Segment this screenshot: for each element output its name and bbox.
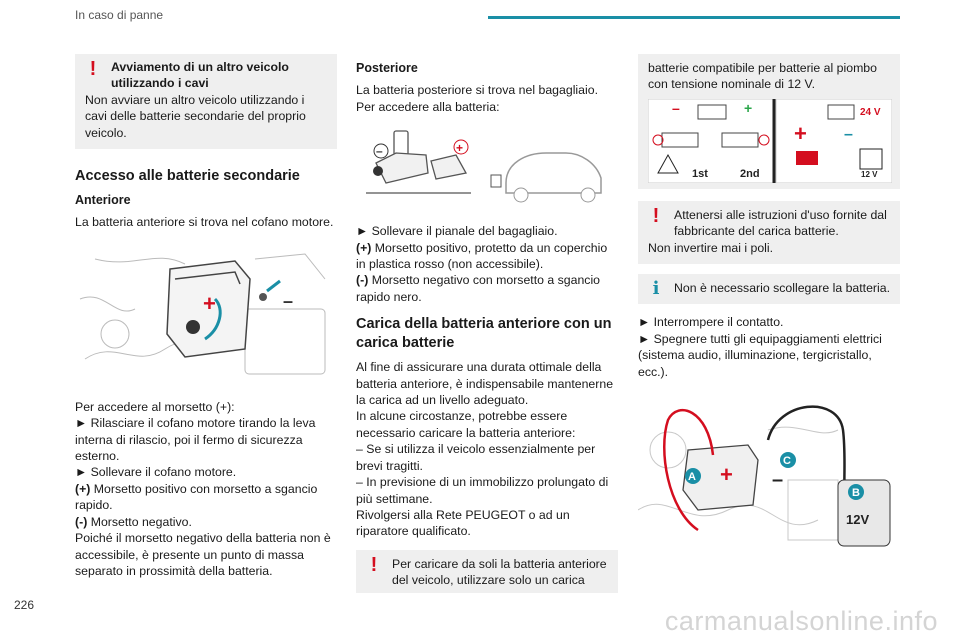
section-title-charging: Carica della batteria anteriore con un c… [356,316,612,352]
rear-step: ► Sollevare il pianale del bagagliaio. [356,224,558,239]
charging-para-3: Rivolgersi alla Rete PEUGEOT o ad un rip… [356,507,570,539]
warning-box-polarity: ! Attenersi alle istruzioni d'uso fornit… [638,200,900,265]
info-text: Non è necessario scollegare la batteria. [674,281,891,296]
svg-text:–: – [844,126,853,143]
figure-plus-label: + [203,291,216,316]
front-minus-terminal: (-) Morsetto negativo. [75,514,337,530]
polarity-warning-text-2: Non invertire mai i poli. [648,240,774,255]
minus-text: Morsetto negativo. [87,514,192,529]
front-battery-illustration: + – [75,238,337,389]
watermark: carmanualsonline.info [664,606,938,636]
rear-plus-text: Morsetto positivo, protetto da un coperc… [356,240,608,272]
charger-warning-text: Per caricare da soli la batteria anterio… [392,556,607,588]
minus-label: (-) [75,514,88,529]
warning-title-line-1: Avviamento di un altro veicolo [111,60,289,74]
svg-text:+: + [456,141,463,155]
figure-plus: + [720,462,733,487]
rear-minus-text: Morsetto negativo con morsetto a sgancio… [356,273,601,304]
charging-para-1: Al fine di assicurare una durata ottimal… [356,360,614,408]
plus-label: (+) [75,481,91,496]
section-title-secondary-batteries: Accesso alle batterie secondarie [75,168,300,185]
warning-icon: ! [370,553,378,576]
column-middle: Posteriore La batteria posteriore si tro… [356,54,618,603]
charger-note-text: batterie compatibile per batterie al pio… [648,61,877,92]
polarity-warning-text-1: Attenersi alle istruzioni d'uso fornite … [674,207,887,239]
rear-minus-terminal: (-) Morsetto negativo con morsetto a sga… [356,272,618,305]
front-plus-terminal: (+) Morsetto positivo con morsetto a sga… [75,481,337,514]
plus-text: Morsetto positivo con morsetto a sgancio… [75,481,318,513]
warning-icon: ! [89,58,97,80]
rear-battery-illustration: – + [366,130,602,203]
svg-text:+: + [794,121,807,146]
warning-box-jump-start: ! Avviamento di un altro veicolo utilizz… [75,54,337,150]
column-right: batterie compatibile per batterie al pio… [638,54,900,568]
info-icon: i [652,278,660,300]
charger-note-continued: batterie compatibile per batterie al pio… [638,54,900,189]
subsection-title-front: Anteriore [75,193,131,208]
charger-connection-illustration: A C + – B 12V [638,405,891,547]
page-number: 226 [14,598,35,612]
info-box-disconnect: i Non è necessario scollegare la batteri… [638,274,900,305]
figure-minus-label: – [283,291,293,311]
warning-text: Non avviare un altro veicolo utilizzando… [85,92,306,140]
charge-step-2: ► Spegnere tutti gli equipaggiamenti ele… [638,331,882,379]
figure-label-a: A [688,471,696,483]
charging-para-2: In alcune circostanze, potrebbe essere n… [356,409,576,440]
diagram-label-12v: 12 V [861,170,878,179]
warning-icon: ! [652,204,660,227]
subsection-title-rear: Posteriore [356,61,418,75]
figure-label-c: C [783,455,791,467]
warning-title-line-2: utilizzando i cavi [111,76,209,91]
charging-bullet-1: – Se si utilizza il veicolo essenzialmen… [356,442,596,473]
rear-plus-label: (+) [356,240,372,255]
charge-step-1: ► Interrompere il contatto. [638,315,784,330]
warning-box-charger: ! Per caricare da soli la batteria anter… [356,549,618,593]
front-line-1: ► Rilasciare il cofano motore tirando la… [75,416,316,464]
rear-minus-label: (-) [356,273,369,288]
column-left: ! Avviamento di un altro veicolo utilizz… [75,54,337,579]
charger-compatibility-diagram: – + 1st 2nd + 24 V – 12 V [648,98,892,183]
diagram-label-1st: 1st [692,168,708,180]
rear-plus-terminal: (+) Morsetto positivo, protetto da un co… [356,240,618,273]
front-closing: Poiché il morsetto negativo della batter… [75,531,331,578]
rear-battery-intro: La batteria posteriore si trova nel baga… [356,83,598,114]
page-header-title: In caso di panne [75,8,164,22]
figure-label-12v: 12V [846,512,869,527]
svg-text:+: + [744,100,752,116]
diagram-label-24v: 24 V [860,107,881,118]
svg-text:–: – [672,100,680,116]
front-line-2: ► Sollevare il cofano motore. [75,465,237,480]
page-header-bar [488,16,900,19]
svg-text:–: – [376,144,383,158]
figure-minus: – [772,469,783,491]
diagram-label-2nd: 2nd [740,168,760,180]
charging-bullet-2: – In previsione di un immobilizzo prolun… [356,475,609,506]
front-battery-intro: La batteria anteriore si trova nel cofan… [75,215,334,230]
front-line-0: Per accedere al morsetto (+): [75,399,235,414]
figure-label-b: B [852,487,860,499]
